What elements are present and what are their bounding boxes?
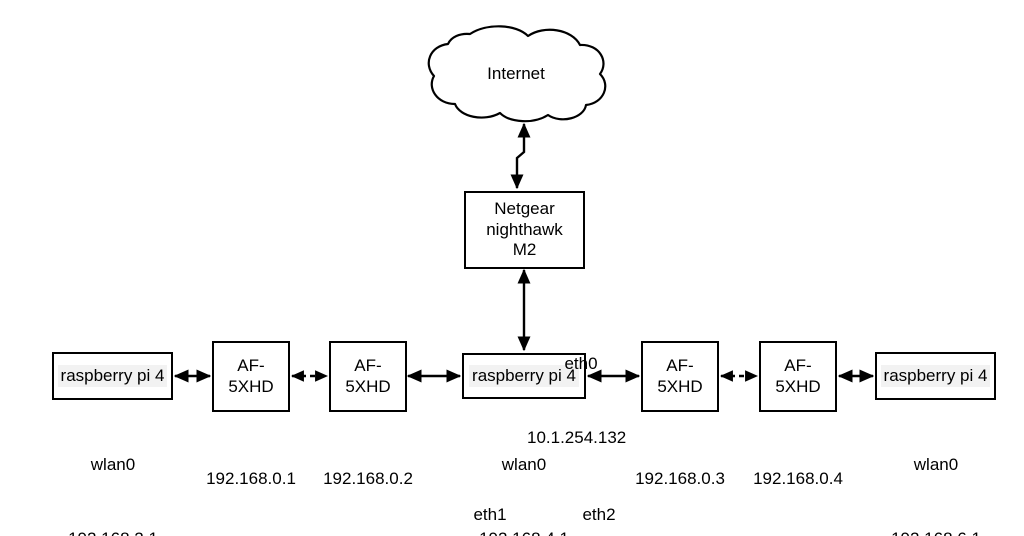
caption-af4-address: 192.168.0.4 xyxy=(738,418,858,536)
pi-center-iface1: wlan0 xyxy=(501,455,547,475)
af4-label-line2: 5XHD xyxy=(775,376,821,396)
internet-cloud-shape xyxy=(427,25,607,123)
caption-pi-center-eth1: eth1 192.168.1.2 xyxy=(425,454,555,536)
pi-center-label: raspberry pi 4 xyxy=(469,364,579,388)
pi-left-iface1: wlan0 xyxy=(90,455,136,475)
caption-af3-address: 192.168.0.3 xyxy=(620,418,740,536)
pi-center-uplink-iface: eth0 xyxy=(564,354,598,374)
router-label-line3: M2 xyxy=(512,240,537,260)
pi-right-addr1: 192.168.6.1 xyxy=(865,527,1007,536)
pi-right-label: raspberry pi 4 xyxy=(880,364,991,388)
node-af-5xhd-1[interactable]: AF- 5XHD xyxy=(212,341,290,412)
af2-label-line1: AF- xyxy=(354,355,382,375)
pi-center-addr1: 192.168.4.1 xyxy=(454,527,594,536)
af4-address: 192.168.0.4 xyxy=(753,469,843,489)
internet-cloud-label: Internet xyxy=(487,64,545,83)
caption-pi-center-wlan: wlan0 192.168.4.1 xyxy=(454,404,594,536)
af2-address: 192.168.0.2 xyxy=(323,469,413,489)
af4-label-line1: AF- xyxy=(784,355,812,375)
af3-label-line2: 5XHD xyxy=(657,376,703,396)
node-raspberry-pi-center[interactable]: raspberry pi 4 xyxy=(462,353,586,399)
pi-left-addr1: 192.168.2.1 xyxy=(42,527,184,536)
af3-address: 192.168.0.3 xyxy=(635,469,725,489)
caption-pi-center-eth2: eth2 192.168.3.2 xyxy=(534,454,664,536)
router-label-line2: nighthawk xyxy=(486,219,563,239)
pi-right-iface1: wlan0 xyxy=(913,455,959,475)
af1-label-line2: 5XHD xyxy=(228,376,274,396)
link-internet-router xyxy=(510,122,531,190)
af3-label-line1: AF- xyxy=(666,355,694,375)
node-netgear-nighthawk-m2[interactable]: Netgear nighthawk M2 xyxy=(464,191,585,269)
pi-center-iface3: eth2 xyxy=(582,505,616,525)
node-af-5xhd-2[interactable]: AF- 5XHD xyxy=(329,341,407,412)
caption-af1-address: 192.168.0.1 xyxy=(191,418,311,536)
caption-af2-address: 192.168.0.2 xyxy=(308,418,428,536)
caption-pi-right: wlan0 192.168.6.1 eth0 192.168.3.3 xyxy=(865,404,1007,536)
pi-center-uplink-addr: 10.1.254.132 xyxy=(527,428,627,448)
af1-label-line1: AF- xyxy=(237,355,265,375)
af2-label-line2: 5XHD xyxy=(345,376,391,396)
caption-pi-center-uplink: eth0 10.1.254.132 xyxy=(527,303,657,500)
af1-address: 192.168.0.1 xyxy=(206,469,296,489)
router-label-line1: Netgear xyxy=(494,198,555,218)
node-raspberry-pi-right[interactable]: raspberry pi 4 xyxy=(875,352,996,400)
caption-pi-left: wlan0 192.168.2.1 eth0 192.168.1.1 xyxy=(42,404,184,536)
node-af-5xhd-4[interactable]: AF- 5XHD xyxy=(759,341,837,412)
node-af-5xhd-3[interactable]: AF- 5XHD xyxy=(641,341,719,412)
node-raspberry-pi-left[interactable]: raspberry pi 4 xyxy=(52,352,173,400)
pi-left-label: raspberry pi 4 xyxy=(57,364,168,388)
pi-center-iface2: eth1 xyxy=(473,505,507,525)
